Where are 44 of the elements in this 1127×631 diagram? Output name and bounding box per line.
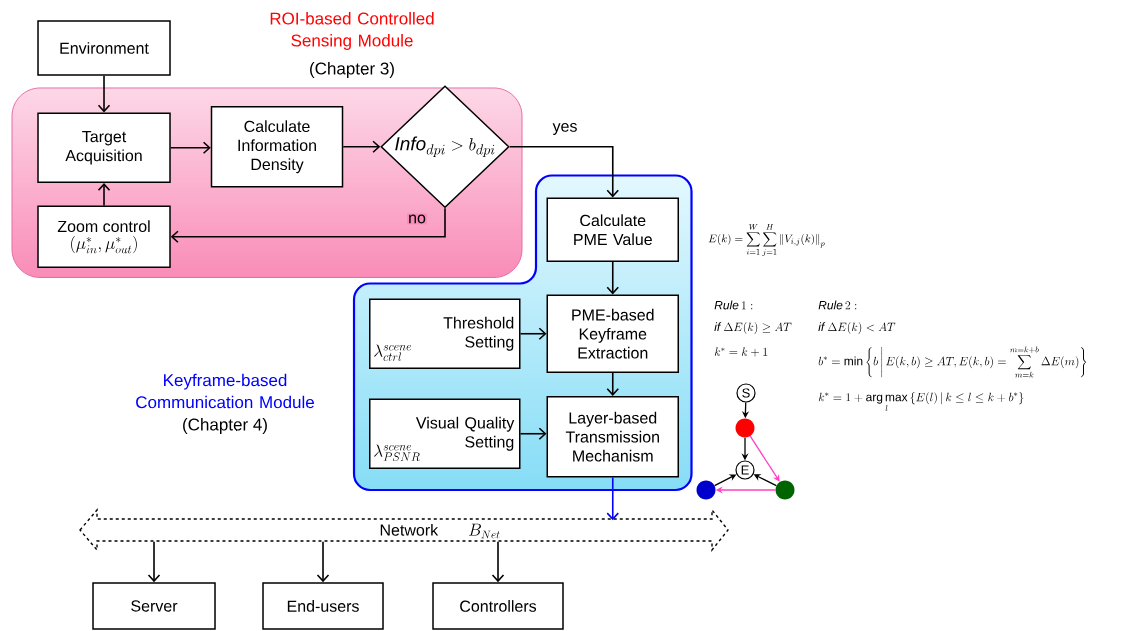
arrow (749, 435, 780, 482)
formula: $\mathit{Rule}\,2:$ (818, 300, 857, 310)
arrow (316, 540, 330, 583)
arrow (606, 261, 620, 295)
input-box: Environment (37, 20, 171, 76)
setting-box: Visual Quality Setting $\lambda_{PSNR}^{scene}$ (369, 398, 521, 469)
setting-box: Threshold Setting $\lambda_{ctrl}^{scene}$ (369, 298, 521, 369)
formula: $\mathit{if}\;\Delta E(k)\geq AT$ (714, 322, 792, 334)
process-box: Layer-based Transmission Mechanism (546, 396, 679, 478)
arrow (147, 540, 161, 583)
arrow (519, 427, 547, 441)
device-box: End-users (262, 582, 384, 630)
device-box: Controllers (432, 582, 564, 630)
process-box: Calculate PME Value (546, 197, 679, 262)
arrow (170, 207, 446, 244)
edge-label: yes (551, 122, 579, 136)
arrow (606, 372, 620, 396)
arrow (519, 327, 547, 341)
process-box: Zoom control $\left(\mu_{in}^{*},\mu_{out}^{*}\right)$ (37, 205, 171, 268)
process-box: Calculate Information Density (210, 106, 344, 188)
arrow (97, 74, 111, 113)
arrow (491, 540, 505, 583)
formula: $\mathit{Rule}\,1:$ (714, 300, 753, 310)
arrow (169, 141, 211, 155)
device-box: Server (92, 582, 216, 630)
edge-label: no (407, 213, 427, 225)
formula: $b^{*}=\min\left\{b\,\middle|\,E(k,b)\geq AT,E(k,b)=\sum_{m=k}^{m=k+b}\Delta E(m)\right\}$ (818, 346, 1087, 378)
module-heading: Keyframe-based Communication Module (136, 373, 314, 409)
arrow (508, 145, 620, 198)
formula: $k^{*}=k+1$ (714, 347, 768, 357)
process-box: PME-based Keyframe Extraction (546, 294, 679, 373)
formula: $k^{*}=1+\mathop{\arg\max}\limits_{l}\left\{E(l)\,\middle|\,k\leq l\leq k+b^{*}\right\}$ (818, 392, 1024, 411)
state-dot (775, 480, 795, 500)
module-heading: ROI-based Controlled Sensing Module (270, 12, 434, 50)
arrow (97, 183, 111, 207)
process-box: Target Acquisition (37, 112, 171, 183)
state-dot (735, 418, 755, 438)
arrow (606, 476, 620, 521)
formula: $E(k)=\sum_{i=1}^{W}\sum_{j=1}^{H}\left\|V_{i,j}(k)\right\|_{p}$ (708, 224, 825, 257)
chapter-label: (Chapter 3) (310, 62, 394, 78)
chapter-label: (Chapter 4) (183, 418, 267, 434)
state-dot (696, 480, 716, 500)
formula: $\mathit{if}\;\Delta E(k)<AT$ (818, 322, 896, 334)
arrow (342, 140, 381, 154)
